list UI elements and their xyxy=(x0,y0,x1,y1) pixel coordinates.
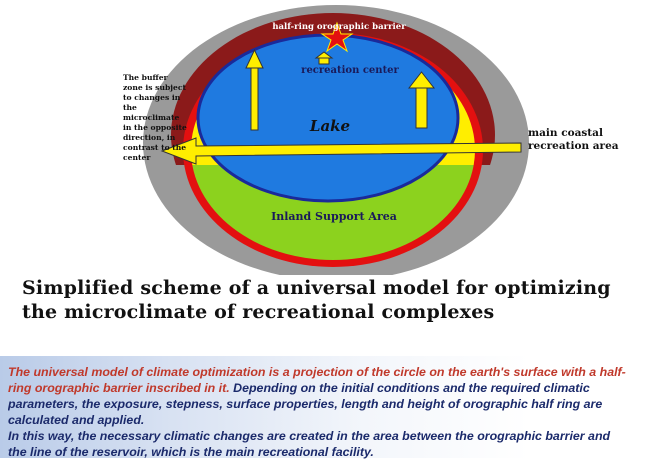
up-arrow-right-icon xyxy=(407,71,436,129)
caption-line2-highlight: ring orographic barrier inscribed in it. xyxy=(8,381,230,395)
buffer-note-line: to changes in xyxy=(123,93,181,102)
buffer-note-line: contrast to the xyxy=(123,143,186,152)
buffer-note-line: direction, in xyxy=(123,133,176,142)
lake-label: Lake xyxy=(309,117,350,135)
buffer-note-line: in the opposite xyxy=(123,123,187,132)
diagram-title-line1: Simplified scheme of a universal model f… xyxy=(22,277,611,299)
barrier-star-icon xyxy=(320,21,354,53)
barrier-label: half-ring orographic barrier xyxy=(272,22,406,32)
recreation-model-diagram: half-ring orographic barrier recreation … xyxy=(123,5,619,275)
caption-panel: The universal model of climate optimizat… xyxy=(0,356,661,459)
caption-line1: The universal model of climate optimizat… xyxy=(8,365,626,379)
buffer-note-line: center xyxy=(123,153,151,162)
recreation-center-label: recreation center xyxy=(301,65,399,76)
buffer-note-line: The buffer xyxy=(123,73,169,82)
buffer-note: The buffer zone is subject to changes in… xyxy=(123,73,187,162)
coastal-arrow-icon xyxy=(160,137,522,165)
inland-label: Inland Support Area xyxy=(271,210,397,223)
center-arrow-icon xyxy=(314,51,334,65)
coastal-label-line2: recreation area xyxy=(528,140,619,152)
caption-line6: the line of the reservoir, which is the … xyxy=(8,445,374,459)
buffer-note-line: the xyxy=(123,103,137,112)
caption-line5: In this way, the necessary climatic chan… xyxy=(8,429,611,443)
buffer-note-line: zone is subject xyxy=(123,83,186,92)
buffer-note-line: microclimate xyxy=(123,113,179,122)
coastal-label-line1: main coastal xyxy=(528,127,603,139)
up-arrow-left-icon xyxy=(245,48,264,131)
caption-line2-rest: Depending on the initial conditions and … xyxy=(229,381,590,395)
caption-line2: ring orographic barrier inscribed in it.… xyxy=(8,380,660,396)
caption-line3: parameters, the exposure, stepness, surf… xyxy=(8,397,603,411)
diagram-title-line2: the microclimate of recreational complex… xyxy=(22,301,495,323)
caption-line4: calculated and applied. xyxy=(8,413,145,427)
